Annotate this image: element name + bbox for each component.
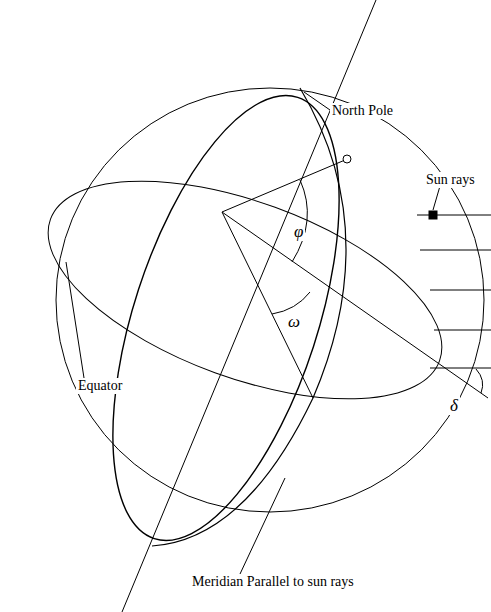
delta-arc [476, 369, 483, 393]
sun-ray [420, 250, 491, 251]
sun-ray [417, 215, 491, 216]
earth-axis [122, 0, 376, 612]
leader-line [66, 262, 84, 378]
equator-label: Equator [76, 378, 124, 394]
sun-meridian [152, 88, 346, 546]
radius-to-point [222, 160, 345, 212]
sun-ray [430, 290, 491, 291]
leader-line [433, 186, 440, 210]
angle-omega: ω [286, 312, 302, 331]
sphere-outline [56, 88, 484, 512]
equator-ellipse [20, 137, 469, 444]
phi-arc [292, 180, 307, 262]
pole-label: North Pole [330, 103, 395, 119]
sun-rays-label: Sun rays [424, 172, 477, 188]
omega-arc [272, 292, 310, 314]
meridian-ellipse [67, 69, 385, 567]
observer-point [343, 155, 351, 163]
sun-ray [434, 330, 491, 331]
leader-line [304, 92, 330, 110]
sun-direction-line [222, 212, 488, 398]
meridian-label: Meridian Parallel to sun rays [190, 574, 356, 590]
angle-delta: δ [448, 396, 460, 415]
radius-to-equator [222, 212, 313, 398]
angle-phi: φ [292, 222, 305, 241]
sun-ray-marker [429, 211, 437, 219]
sun-ray [430, 368, 491, 369]
leader-line [240, 478, 285, 574]
